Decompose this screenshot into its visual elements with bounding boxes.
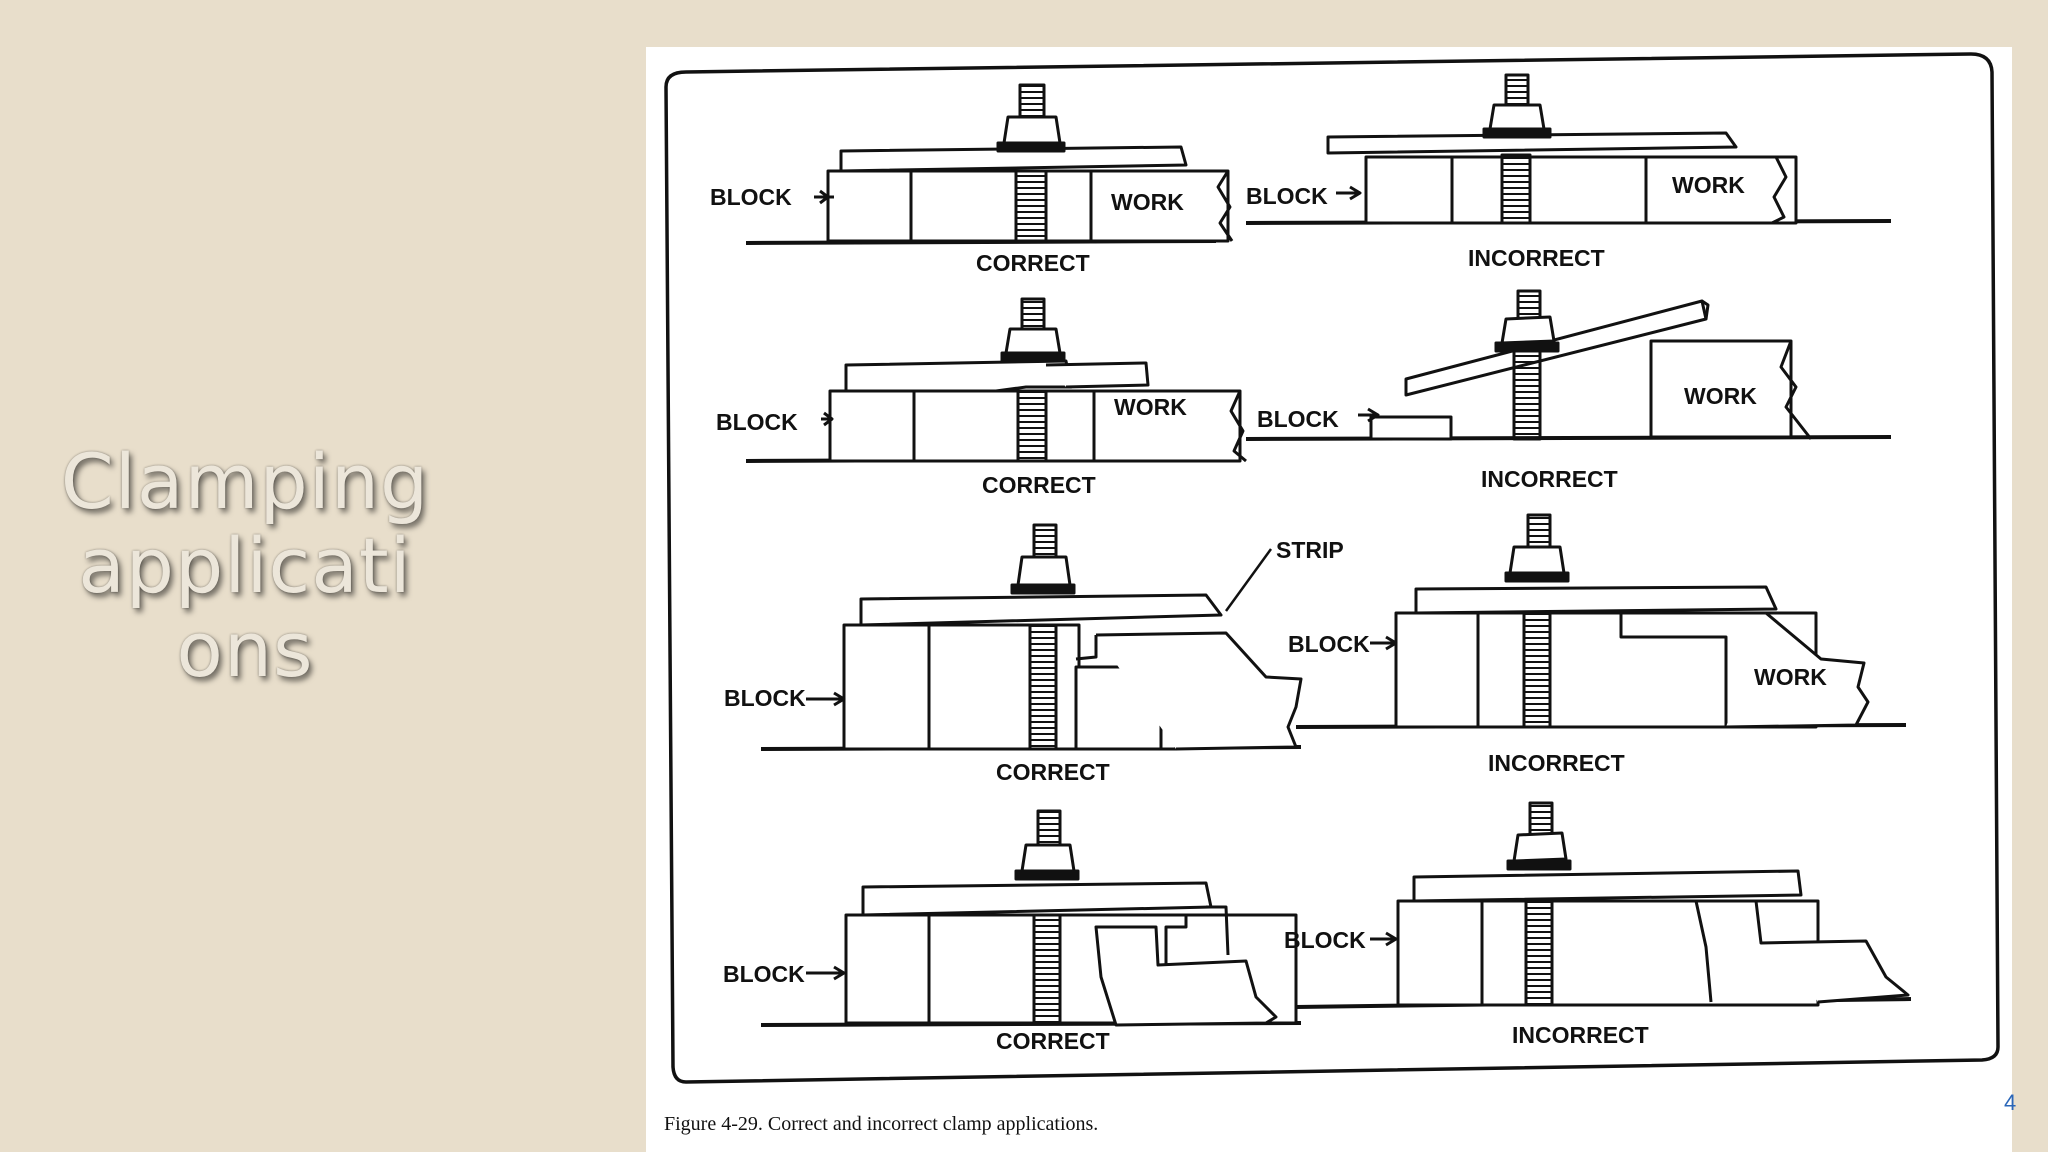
clamp-diagram: BLOCK WORK CORRECT BLOCK WORK INCORRECT … bbox=[664, 52, 2000, 1084]
label-block-r1c: BLOCK bbox=[710, 184, 792, 210]
diagram-row4-incorrect bbox=[1295, 801, 1912, 1009]
diagram-row2-incorrect bbox=[1245, 289, 1892, 441]
label-correct-r2: CORRECT bbox=[982, 472, 1096, 498]
label-block-r1i: BLOCK bbox=[1246, 183, 1328, 209]
label-incorrect-r2: INCORRECT bbox=[1481, 466, 1618, 492]
label-strip-r3: STRIP bbox=[1276, 537, 1344, 563]
label-work-r2c: WORK bbox=[1114, 394, 1187, 420]
label-work-r1i: WORK bbox=[1672, 172, 1745, 198]
label-block-r2i: BLOCK bbox=[1257, 406, 1339, 432]
diagram-row1-correct bbox=[745, 83, 1234, 245]
label-block-r4i: BLOCK bbox=[1284, 927, 1366, 953]
label-block-r2c: BLOCK bbox=[716, 409, 798, 435]
page-number: 4 bbox=[2004, 1090, 2017, 1115]
label-work-r1c: WORK bbox=[1111, 189, 1184, 215]
diagram-row2-correct bbox=[745, 297, 1247, 463]
label-correct-r4: CORRECT bbox=[996, 1028, 1110, 1054]
label-work-r2i: WORK bbox=[1684, 383, 1757, 409]
label-incorrect-r4: INCORRECT bbox=[1512, 1022, 1649, 1048]
label-incorrect-r1: INCORRECT bbox=[1468, 245, 1605, 271]
slide-title: Clamping applicati ons bbox=[60, 437, 430, 694]
diagram-row1-incorrect bbox=[1245, 73, 1892, 225]
label-correct-r1: CORRECT bbox=[976, 250, 1090, 276]
label-block-r3i: BLOCK bbox=[1288, 631, 1370, 657]
label-work-r3i: WORK bbox=[1754, 664, 1827, 690]
label-block-r3c: BLOCK bbox=[724, 685, 806, 711]
figure-image: BLOCK WORK CORRECT BLOCK WORK INCORRECT … bbox=[646, 47, 2012, 1152]
diagram-row3-incorrect bbox=[1295, 513, 1907, 729]
diagram-row4-correct bbox=[760, 809, 1302, 1027]
figure-frame bbox=[664, 52, 2000, 1084]
diagram-row3-correct bbox=[760, 523, 1303, 751]
figure-caption: Figure 4-29. Correct and incorrect clamp… bbox=[664, 1113, 1099, 1135]
label-incorrect-r3: INCORRECT bbox=[1488, 750, 1625, 776]
label-block-r4c: BLOCK bbox=[723, 961, 805, 987]
label-correct-r3: CORRECT bbox=[996, 759, 1110, 785]
